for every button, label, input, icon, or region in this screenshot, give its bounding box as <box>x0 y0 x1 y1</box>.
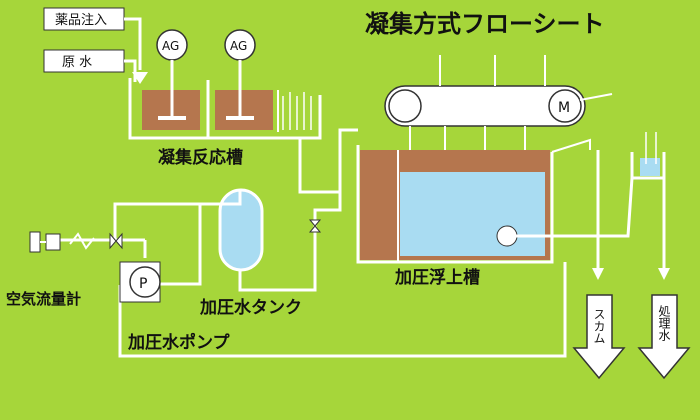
treated-water-label: 処理水 <box>657 305 671 341</box>
treated-pipe-arrow <box>658 268 670 280</box>
valve-air <box>109 232 123 250</box>
air-flow-meter-label: 空気流量計 <box>6 290 81 308</box>
diagram-title: 凝集方式フローシート <box>365 10 605 38</box>
motor-label: M <box>558 100 570 116</box>
agitator-1: AG <box>156 29 188 120</box>
scraper-conveyor: M <box>384 55 613 150</box>
pump-label: P <box>139 276 147 292</box>
outlet-pipes <box>515 150 666 270</box>
chemical-input: 薬品注入 <box>43 7 125 31</box>
air-flow-meter <box>29 231 95 253</box>
scum-pipe-arrow <box>592 268 604 280</box>
flotation-tank-label: 加圧浮上槽 <box>394 267 480 288</box>
scum-label: スカム <box>592 308 606 344</box>
chemical-arrowhead <box>132 72 148 84</box>
chemical-input-label: 薬品注入 <box>55 13 107 28</box>
pressure-tank-label: 加圧水タンク <box>199 297 302 318</box>
raw-water-input-label: 原 水 <box>62 55 92 70</box>
agitator-2: AG <box>224 29 256 120</box>
treated-water-box <box>630 132 666 180</box>
agitator-1-label: AG <box>162 39 179 53</box>
reaction-tank-label: 凝集反応槽 <box>158 147 243 168</box>
raw-water-input: 原 水 <box>43 49 125 73</box>
scum-outlet <box>572 294 626 380</box>
flotation-tank <box>356 138 591 264</box>
pressure-pump: P <box>119 261 161 303</box>
pressure-pump-label: 加圧水ポンプ <box>127 332 230 353</box>
treated-water-outlet <box>637 294 691 380</box>
valve-flotation <box>308 219 322 233</box>
agitator-2-label: AG <box>230 39 247 53</box>
